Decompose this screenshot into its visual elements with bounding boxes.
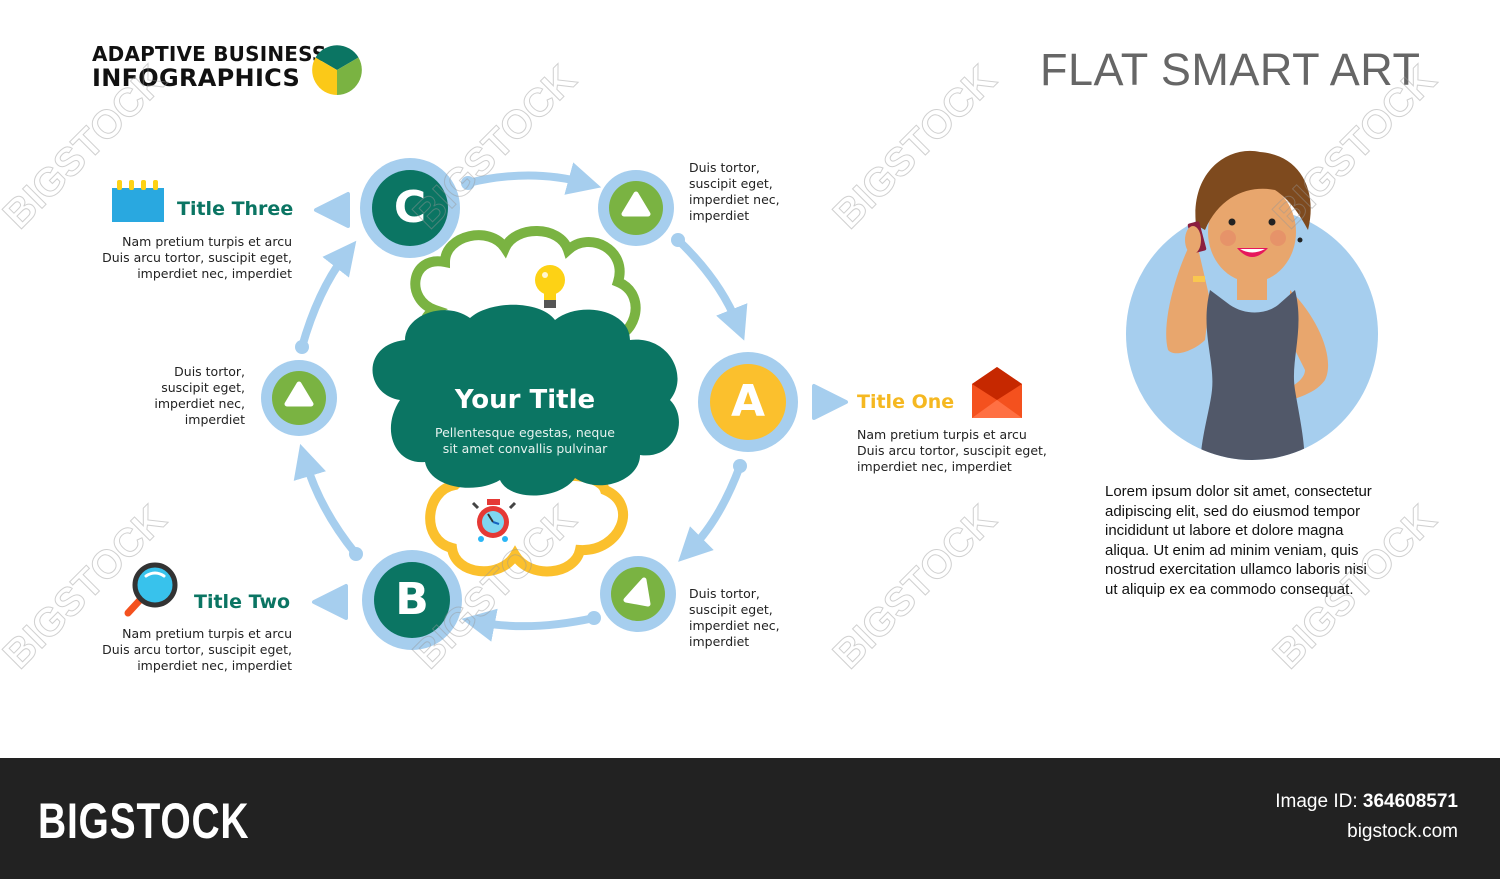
- desc-line: Duis arcu tortor, suscipit eget,: [857, 443, 1047, 458]
- image-id-label: Image ID:: [1275, 791, 1363, 812]
- title-two-desc: Nam pretium turpis et arcu Duis arcu tor…: [60, 626, 292, 674]
- minor-node-bottom-right: [600, 556, 676, 632]
- minor-top-right-desc: Duis tortor, suscipit eget, imperdiet ne…: [689, 160, 819, 224]
- desc-line: imperdiet nec, imperdiet: [137, 658, 292, 673]
- cycle-diagram: [112, 150, 1378, 650]
- desc-line: Duis tortor,: [689, 586, 760, 601]
- brand-title: ADAPTIVE BUSINESS INFOGRAPHICS: [92, 44, 326, 90]
- title-one: Title One: [857, 391, 955, 413]
- desc-line: imperdiet nec,: [689, 192, 780, 207]
- desc-line: imperdiet nec, imperdiet: [857, 459, 1012, 474]
- desc-line: suscipit eget,: [689, 176, 773, 191]
- footer-site-link[interactable]: bigstock.com: [1347, 821, 1458, 842]
- brand-title-line2: INFOGRAPHICS: [92, 64, 301, 92]
- desc-line: Duis arcu tortor, suscipit eget,: [102, 250, 292, 265]
- desc-line: Duis tortor,: [174, 364, 245, 379]
- magnifier-icon: [124, 562, 178, 617]
- lightbulb-icon: [535, 265, 565, 308]
- node-a-letter: A: [730, 376, 766, 427]
- node-b-letter: B: [395, 574, 429, 625]
- node-a: [698, 352, 798, 452]
- desc-line: imperdiet nec,: [689, 618, 780, 633]
- envelope-icon: [972, 367, 1022, 418]
- node-c-letter: C: [393, 182, 427, 233]
- desc-line: suscipit eget,: [689, 602, 773, 617]
- title-two: Title Two: [194, 591, 291, 613]
- desc-line: Duis tortor,: [689, 160, 760, 175]
- node-c: [360, 158, 460, 258]
- center-subtitle: Pellentesque egestas, neque sit amet con…: [410, 425, 640, 457]
- text-line: ut aliquip ex ea commodo consequat.: [1105, 580, 1354, 598]
- title-three: Title Three: [177, 198, 294, 220]
- desc-line: imperdiet: [184, 412, 245, 427]
- node-b: [362, 550, 462, 650]
- footer-logo: BIGSTOCK: [38, 793, 250, 849]
- title-one-desc: Nam pretium turpis et arcu Duis arcu tor…: [857, 427, 1097, 475]
- center-title: Your Title: [454, 385, 596, 415]
- main-heading: FLAT SMART ART: [1040, 44, 1421, 95]
- minor-bottom-right-desc: Duis tortor, suscipit eget, imperdiet ne…: [689, 586, 819, 650]
- title-three-desc: Nam pretium turpis et arcu Duis arcu tor…: [60, 234, 292, 282]
- calendar-icon: [112, 180, 164, 222]
- text-line: incididunt ut labore et dolore magna: [1105, 522, 1344, 540]
- minor-node-left: [261, 360, 337, 436]
- side-panel-text: Lorem ipsum dolor sit amet, consectetur …: [1105, 482, 1425, 600]
- desc-line: Nam pretium turpis et arcu: [122, 234, 292, 249]
- text-line: aliqua. Ut enim ad minim veniam, quis: [1105, 541, 1359, 559]
- desc-line: imperdiet: [689, 208, 750, 223]
- desc-line: Nam pretium turpis et arcu: [122, 626, 292, 641]
- desc-line: Nam pretium turpis et arcu: [857, 427, 1027, 442]
- center-subtitle-line2: sit amet convallis pulvinar: [442, 441, 608, 456]
- desc-line: imperdiet nec,: [154, 396, 245, 411]
- pie-logo-icon: [312, 45, 362, 95]
- text-line: adipiscing elit, sed do eiusmod tempor: [1105, 502, 1361, 520]
- image-id-value: 364608571: [1362, 791, 1458, 812]
- center-subtitle-line1: Pellentesque egestas, neque: [435, 425, 615, 440]
- footer-bar: [0, 758, 1500, 879]
- alarm-clock-icon: [471, 499, 517, 542]
- woman-on-phone-illustration: [1126, 150, 1378, 460]
- image-id: Image ID: 364608571: [1275, 791, 1458, 813]
- minor-node-top-right: [598, 170, 674, 246]
- minor-left-desc: Duis tortor, suscipit eget, imperdiet ne…: [120, 364, 245, 428]
- desc-line: suscipit eget,: [161, 380, 245, 395]
- brand-title-line1: ADAPTIVE BUSINESS: [92, 42, 327, 66]
- desc-line: Duis arcu tortor, suscipit eget,: [102, 642, 292, 657]
- text-line: Lorem ipsum dolor sit amet, consectetur: [1105, 483, 1372, 500]
- desc-line: imperdiet: [689, 634, 750, 649]
- text-line: nostrud exercitation ullamco laboris nis…: [1105, 561, 1367, 579]
- desc-line: imperdiet nec, imperdiet: [137, 266, 292, 281]
